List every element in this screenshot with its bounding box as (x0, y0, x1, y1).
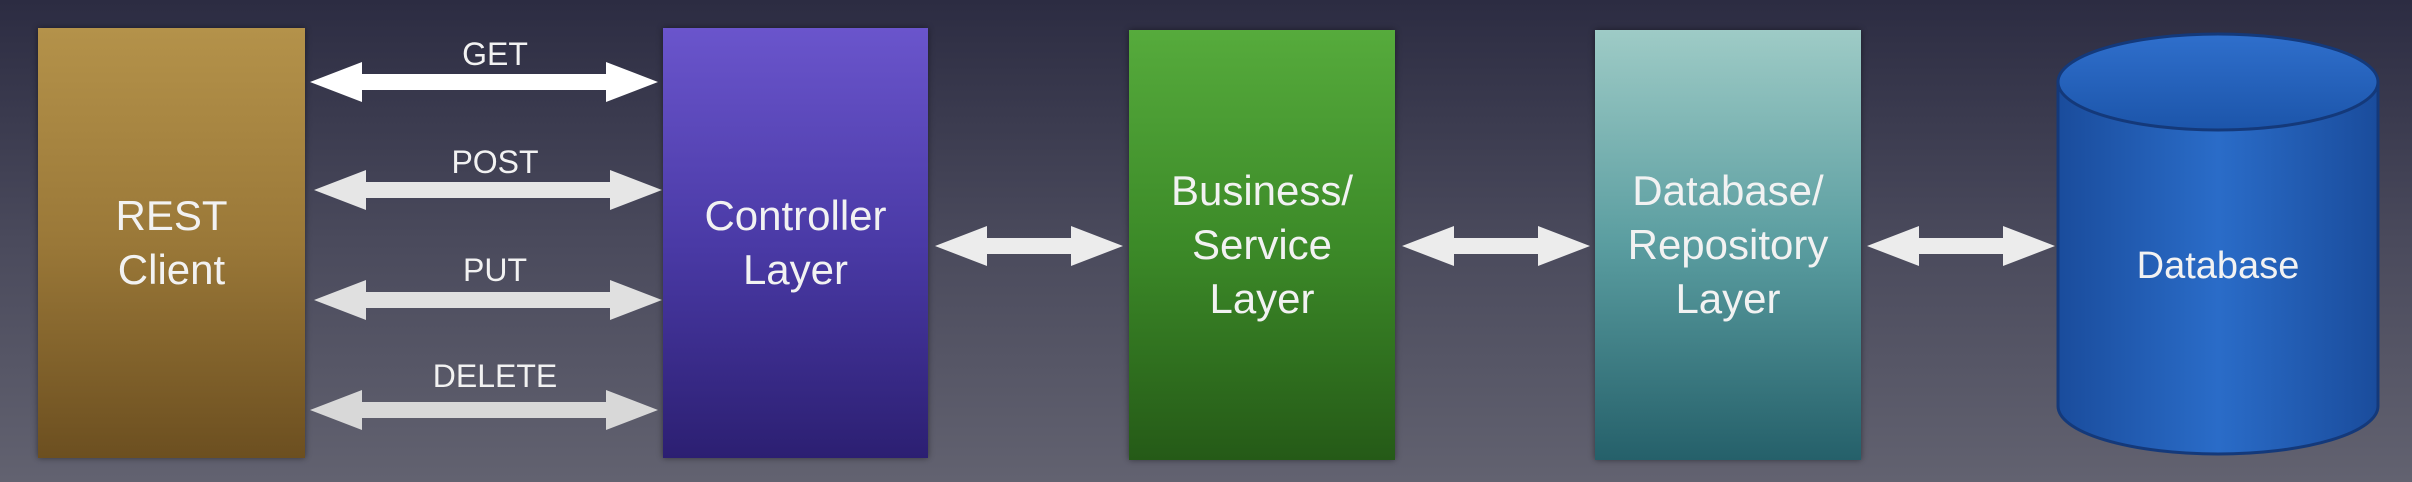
get-double-arrow (310, 62, 658, 102)
business-service-layer-label: Business/ Service Layer (1170, 167, 1354, 322)
verb-put-label: PUT (463, 252, 527, 288)
verb-post-label: POST (451, 144, 539, 180)
database-label: Database (2136, 244, 2300, 287)
put-double-arrow (314, 280, 662, 320)
repository-layer-box: Database/ Repository Layer (1595, 30, 1861, 460)
delete-double-arrow (310, 390, 658, 430)
controller-business-double-arrow (935, 226, 1123, 266)
verb-get-label: GET (462, 36, 528, 72)
controller-layer-label: Controller Layer (704, 192, 887, 293)
business-service-layer-box: Business/ Service Layer (1129, 30, 1395, 460)
database-cylinder: Database (2055, 30, 2381, 458)
repository-layer-label: Database/ Repository Layer (1627, 167, 1829, 322)
controller-layer-box: Controller Layer (663, 28, 928, 458)
verb-delete-label: DELETE (432, 358, 558, 394)
post-double-arrow (314, 170, 662, 210)
business-repository-double-arrow (1402, 226, 1590, 266)
repository-database-double-arrow (1867, 226, 2055, 266)
rest-client-label: REST Client (115, 192, 228, 293)
rest-client-box: REST Client (38, 28, 305, 458)
